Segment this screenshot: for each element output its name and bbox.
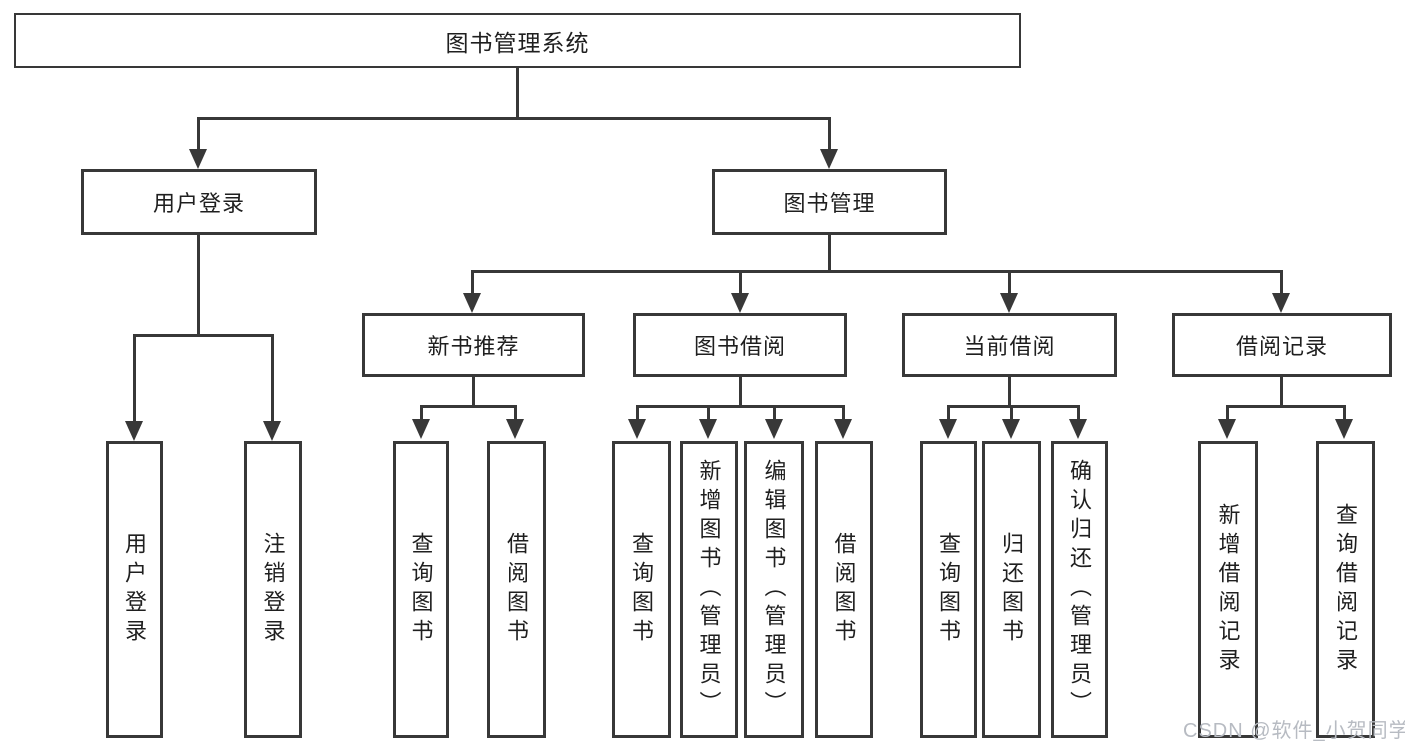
leaf-borrowing-borrow-books: 借阅图书 [815, 441, 873, 738]
connector-line [947, 405, 950, 422]
connector-line [514, 405, 517, 422]
connector-line [947, 405, 1080, 408]
leaf-add-borrow-record-label: 新增借阅记录 [1215, 502, 1241, 677]
leaf-return-books: 归还图书 [982, 441, 1041, 738]
node-borrowing-records: 借阅记录 [1172, 313, 1392, 377]
node-current-borrowing: 当前借阅 [902, 313, 1117, 377]
connector-line [516, 68, 519, 120]
arrowhead-down-icon [834, 419, 852, 439]
node-book-borrowing: 图书借阅 [633, 313, 847, 377]
connector-line [1010, 405, 1013, 422]
connector-line [1008, 377, 1011, 408]
arrowhead-down-icon [1218, 419, 1236, 439]
leaf-edit-books-admin: 编辑图书（管理员） [744, 441, 804, 738]
connector-line [1008, 270, 1011, 296]
leaf-current-query-books-label: 查询图书 [936, 531, 962, 648]
arrowhead-down-icon [263, 421, 281, 441]
leaf-recommend-borrow-books-label: 借阅图书 [504, 531, 530, 648]
node-book-management: 图书管理 [712, 169, 947, 235]
arrowhead-down-icon [125, 421, 143, 441]
node-new-book-recommendation-label: 新书推荐 [427, 334, 520, 359]
leaf-borrowing-query-books: 查询图书 [612, 441, 671, 738]
connector-line [828, 235, 831, 273]
leaf-borrowing-borrow-books-label: 借阅图书 [831, 531, 857, 648]
csdn-watermark: CSDN @软件_小贺同学 [1183, 720, 1405, 742]
leaf-query-borrow-record: 查询借阅记录 [1316, 441, 1375, 738]
arrowhead-down-icon [412, 419, 430, 439]
connector-line [842, 405, 845, 422]
arrowhead-down-icon [1000, 293, 1018, 313]
connector-line [197, 117, 200, 152]
arrowhead-down-icon [820, 149, 838, 169]
connector-line [739, 270, 742, 296]
leaf-current-query-books: 查询图书 [920, 441, 977, 738]
leaf-return-books-label: 归还图书 [999, 531, 1025, 648]
node-root: 图书管理系统 [14, 13, 1021, 68]
arrowhead-down-icon [1002, 419, 1020, 439]
arrowhead-down-icon [731, 293, 749, 313]
arrowhead-down-icon [189, 149, 207, 169]
leaf-logout-label: 注销登录 [260, 531, 286, 648]
connector-line [1077, 405, 1080, 422]
connector-line [1343, 405, 1346, 422]
leaf-add-books-admin: 新增图书（管理员） [680, 441, 738, 738]
leaf-confirm-return-admin-label: 确认归还（管理员） [1067, 459, 1093, 720]
node-current-borrowing-label: 当前借阅 [963, 334, 1056, 359]
connector-line [773, 405, 776, 422]
node-book-management-label: 图书管理 [783, 191, 876, 216]
connector-line [133, 334, 274, 337]
connector-line [471, 270, 1283, 273]
node-user-login-label: 用户登录 [152, 191, 245, 216]
connector-line [472, 377, 475, 408]
node-root-label: 图书管理系统 [445, 29, 590, 56]
arrowhead-down-icon [1272, 293, 1290, 313]
connector-line [636, 405, 639, 422]
leaf-borrowing-query-books-label: 查询图书 [629, 531, 655, 648]
arrowhead-down-icon [506, 419, 524, 439]
leaf-logout: 注销登录 [244, 441, 302, 738]
connector-line [1280, 377, 1283, 408]
connector-line [420, 405, 423, 422]
arrowhead-down-icon [463, 293, 481, 313]
leaf-recommend-query-books: 查询图书 [393, 441, 449, 738]
leaf-edit-books-admin-label: 编辑图书（管理员） [761, 459, 787, 720]
connector-line [1280, 270, 1283, 296]
connector-line [197, 117, 831, 120]
leaf-add-borrow-record: 新增借阅记录 [1198, 441, 1258, 738]
arrowhead-down-icon [1335, 419, 1353, 439]
node-user-login: 用户登录 [81, 169, 317, 235]
leaf-recommend-borrow-books: 借阅图书 [487, 441, 546, 738]
connector-line [271, 334, 274, 423]
connector-line [828, 117, 831, 152]
arrowhead-down-icon [1069, 419, 1087, 439]
connector-line [197, 235, 200, 336]
node-book-borrowing-label: 图书借阅 [693, 334, 786, 359]
connector-line [739, 377, 742, 408]
leaf-recommend-query-books-label: 查询图书 [408, 531, 434, 648]
connector-line [707, 405, 710, 422]
connector-line [1226, 405, 1346, 408]
leaf-user-login: 用户登录 [106, 441, 163, 738]
node-new-book-recommendation: 新书推荐 [362, 313, 585, 377]
leaf-add-books-admin-label: 新增图书（管理员） [696, 459, 722, 720]
connector-line [471, 270, 474, 296]
leaf-user-login-label: 用户登录 [122, 531, 148, 648]
node-borrowing-records-label: 借阅记录 [1235, 334, 1328, 359]
arrowhead-down-icon [765, 419, 783, 439]
connector-line [133, 334, 136, 423]
connector-line [1226, 405, 1229, 422]
connector-line [636, 405, 845, 408]
arrowhead-down-icon [628, 419, 646, 439]
leaf-confirm-return-admin: 确认归还（管理员） [1051, 441, 1108, 738]
connector-line [420, 405, 517, 408]
arrowhead-down-icon [939, 419, 957, 439]
arrowhead-down-icon [699, 419, 717, 439]
leaf-query-borrow-record-label: 查询借阅记录 [1333, 502, 1359, 677]
